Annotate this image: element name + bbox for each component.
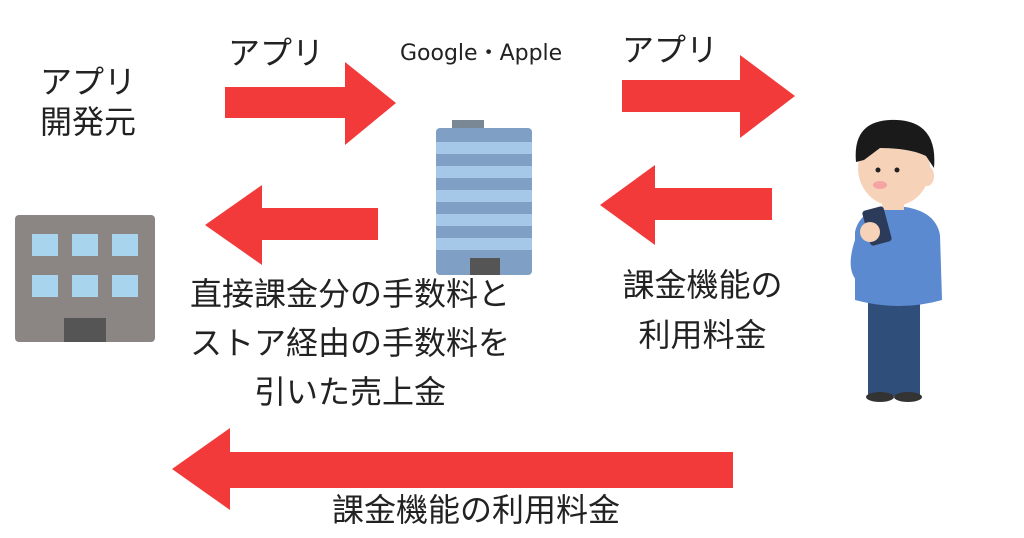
- revenue-label-line: 直接課金分の手数料と: [189, 275, 510, 313]
- developer-label: アプリ 開発元: [28, 62, 148, 142]
- app-label-left: アプリ: [228, 34, 325, 72]
- developer-label-line: 開発元: [39, 103, 136, 141]
- arrow-platform-to-user: [622, 55, 795, 138]
- fee-label-bottom: 課金機能の利用料金: [332, 491, 621, 529]
- developer-building-icon: [15, 215, 155, 342]
- revenue-label: 直接課金分の手数料と ストア経由の手数料を 引いた売上金: [160, 270, 540, 417]
- arrow-user-to-developer: [172, 428, 733, 510]
- revenue-label-line: ストア経由の手数料を: [189, 324, 510, 362]
- developer-label-line: アプリ: [39, 63, 136, 101]
- app-label-right: アプリ: [622, 31, 719, 69]
- platform-tower-icon: [436, 120, 532, 275]
- arrow-developer-to-platform: [225, 62, 396, 145]
- fee-label-line: 利用料金: [638, 316, 767, 354]
- revenue-label-line: 引いた売上金: [253, 373, 446, 411]
- arrow-user-to-platform: [600, 165, 772, 245]
- arrow-platform-to-developer: [205, 185, 378, 265]
- fee-label-line: 課金機能の: [622, 266, 783, 304]
- fee-label-right: 課金機能の 利用料金: [600, 260, 805, 360]
- user-person-icon: [850, 119, 942, 402]
- platform-label: Google・Apple: [400, 41, 563, 66]
